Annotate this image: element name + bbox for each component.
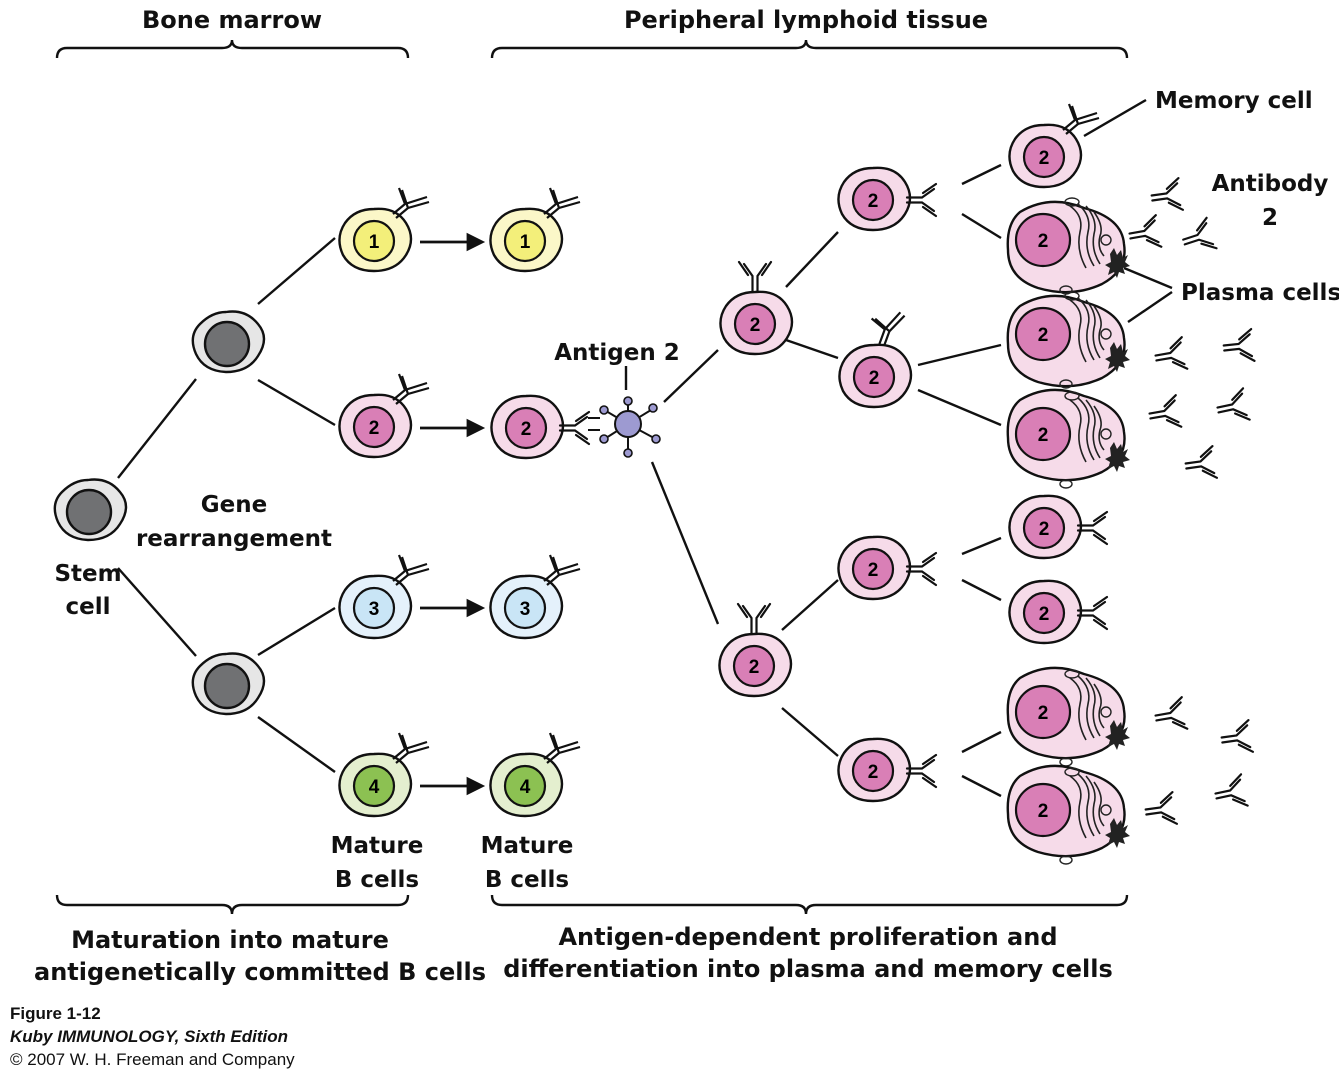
b-cell-2-bone-marrow: 2 — [338, 372, 431, 459]
plasma-cell-1: 2 — [1006, 197, 1131, 295]
bottom-brace-left — [55, 894, 410, 915]
cell-number-2: 2 — [369, 418, 380, 439]
label-stem-cell-line1: Stem — [54, 561, 121, 587]
progenitor-cell-lower — [191, 652, 266, 716]
plasma-cell-3: 2 — [1006, 388, 1131, 489]
connector-lines — [117, 98, 1173, 798]
b-cell-4-bone-marrow: 4 — [338, 731, 431, 818]
label-mature-b-cells-right-line1: Mature — [481, 833, 574, 859]
cell-number-2: 2 — [868, 560, 879, 581]
antigen-2 — [588, 396, 661, 458]
b-cell-4-periphery: 4 — [489, 731, 582, 818]
footer-right-line1: Antigen-dependent proliferation and — [558, 923, 1057, 951]
cell-number-2: 2 — [750, 315, 761, 336]
dividing-b-cell-c: 2 — [837, 535, 938, 601]
cell-number-3: 3 — [369, 599, 380, 620]
b-cell-1-periphery: 1 — [489, 186, 582, 273]
maturation-arrows — [420, 232, 486, 796]
cell-number-4: 4 — [520, 777, 531, 798]
dividing-b-cell-b: 2 — [838, 302, 914, 409]
cell-number-2: 2 — [869, 368, 880, 389]
cell-number-2: 2 — [1038, 801, 1049, 822]
caption-book-title: Kuby IMMUNOLOGY, Sixth Edition — [10, 1027, 288, 1046]
dividing-b-cell-a: 2 — [837, 166, 938, 232]
plasma-cell-5: 2 — [1006, 764, 1131, 865]
bottom-brace-right — [490, 894, 1129, 915]
cell-number-2: 2 — [868, 191, 879, 212]
stem-cell — [53, 478, 128, 542]
activated-b-cell-upper: 2 — [719, 260, 794, 356]
b-cell-3-bone-marrow: 3 — [338, 553, 431, 640]
cell-number-2: 2 — [1038, 231, 1049, 252]
footer-left-line2: antigenetically committed B cells — [34, 958, 486, 986]
dividing-b-cell-d: 2 — [837, 737, 938, 803]
plasma-cell-2: 2 — [1006, 291, 1131, 389]
plasma-cell-4: 2 — [1006, 666, 1131, 767]
label-antibody-line2: 2 — [1262, 205, 1278, 231]
b-cell-lower-1: 2 — [1008, 494, 1109, 560]
caption-copyright: © 2007 W. H. Freeman and Company — [10, 1050, 295, 1069]
cell-number-2: 2 — [749, 657, 760, 678]
b-cell-1-bone-marrow: 1 — [338, 186, 431, 273]
activated-b-cell-lower: 2 — [718, 602, 793, 698]
label-plasma-cells: Plasma cells — [1181, 280, 1339, 306]
progenitor-cell-upper — [191, 310, 266, 374]
top-brace-right — [490, 39, 1129, 59]
cell-number-3: 3 — [520, 599, 531, 620]
label-gene-rearrangement-line2: rearrangement — [136, 526, 332, 552]
footer-left-line1: Maturation into mature — [71, 926, 389, 954]
label-antibody-line1: Antibody — [1212, 171, 1329, 197]
b-cell-3-periphery: 3 — [489, 553, 582, 640]
label-stem-cell-line2: cell — [65, 594, 110, 620]
label-memory-cell: Memory cell — [1155, 88, 1313, 114]
label-mature-b-cells-left-line2: B cells — [335, 867, 419, 893]
label-antigen-2: Antigen 2 — [554, 340, 680, 366]
b-cell-2-periphery: 2 — [490, 394, 591, 460]
cell-number-2: 2 — [1039, 519, 1050, 540]
header-bone-marrow: Bone marrow — [142, 6, 322, 34]
caption-figure-number: Figure 1-12 — [10, 1004, 101, 1023]
cell-number-2: 2 — [1039, 148, 1050, 169]
cell-number-2: 2 — [521, 419, 532, 440]
secreted-antibodies — [1126, 177, 1256, 829]
header-peripheral-lymphoid-tissue: Peripheral lymphoid tissue — [624, 6, 988, 34]
cell-number-2: 2 — [1038, 425, 1049, 446]
memory-cell: 2 — [1008, 102, 1101, 189]
cell-number-2: 2 — [1038, 703, 1049, 724]
top-brace-left — [55, 39, 410, 59]
label-mature-b-cells-right-line2: B cells — [485, 867, 569, 893]
cell-number-1: 1 — [369, 232, 380, 253]
label-gene-rearrangement-line1: Gene — [201, 492, 267, 518]
cell-number-1: 1 — [520, 232, 531, 253]
b-cell-lower-2: 2 — [1008, 579, 1109, 645]
footer-right-line2: differentiation into plasma and memory c… — [503, 955, 1113, 983]
cell-number-4: 4 — [369, 777, 380, 798]
cell-number-2: 2 — [1038, 325, 1049, 346]
cell-number-2: 2 — [1039, 604, 1050, 625]
label-mature-b-cells-left-line1: Mature — [331, 833, 424, 859]
cell-number-2: 2 — [868, 762, 879, 783]
